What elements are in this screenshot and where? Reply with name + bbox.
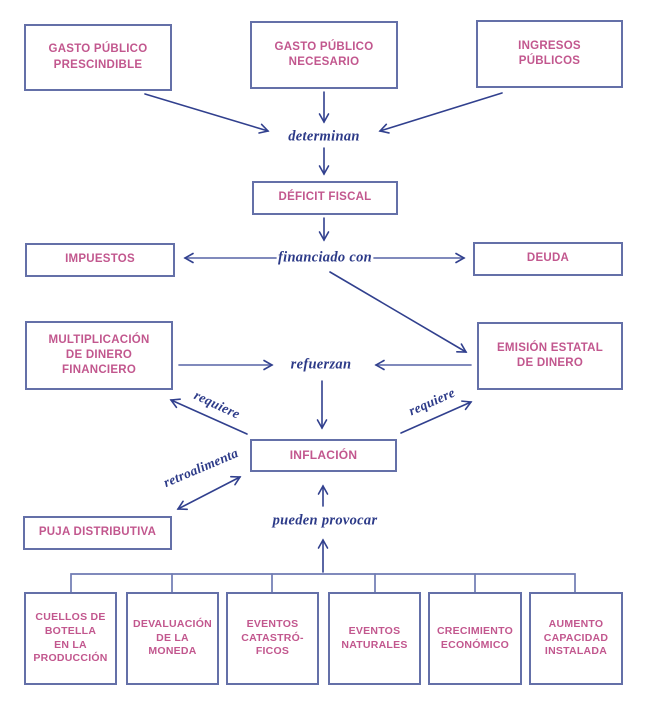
edge-label-pueden-provocar: pueden provocar — [272, 512, 378, 529]
node-ingresos-publicos: INGRESOS PÚBLICOS — [476, 20, 623, 88]
node-puja-distributiva: PUJA DISTRIBUTIVA — [23, 516, 172, 550]
node-gasto-publico-prescindible: GASTO PÚBLICO PRESCINDIBLE — [24, 24, 172, 91]
edge-label-financiado-con: financiado con — [277, 249, 373, 266]
node-deuda: DEUDA — [473, 242, 623, 276]
node-emision-estatal-dinero: EMISIÓN ESTATAL DE DINERO — [477, 322, 623, 390]
node-impuestos: IMPUESTOS — [25, 243, 175, 277]
node-devaluacion-moneda: DEVALUACIÓN DE LA MONEDA — [126, 592, 219, 685]
arrow-gasto-prescindible-to-determinan — [144, 93, 270, 134]
node-multiplicacion-dinero-financiero: MULTIPLICACIÓN DE DINERO FINANCIERO — [25, 321, 173, 390]
node-aumento-capacidad-instalada: AUMENTO CAPACIDAD INSTALADA — [529, 592, 623, 685]
bottom-connector-line — [70, 573, 576, 593]
arrow-inflacion-requiere-emision — [400, 400, 473, 434]
node-deficit-fiscal: DÉFICIT FISCAL — [252, 181, 398, 215]
arrow-inflacion-requiere-multiplicacion — [169, 398, 248, 435]
arrow-retroalimenta-puja-inflacion — [176, 475, 242, 511]
edge-label-determinan: determinan — [288, 128, 360, 145]
node-gasto-publico-necesario: GASTO PÚBLICO NECESARIO — [250, 21, 398, 89]
node-inflacion: INFLACIÓN — [250, 439, 397, 472]
arrow-financiado-con-to-emision — [329, 271, 468, 353]
node-cuellos-de-botella: CUELLOS DE BOTELLA EN LA PRODUCCIÓN — [24, 592, 117, 685]
node-crecimiento-economico: CRECIMIENTO ECONÓMICO — [428, 592, 522, 685]
node-eventos-naturales: EVENTOS NATURALES — [328, 592, 421, 685]
node-eventos-catastroficos: EVENTOS CATASTRÓ- FICOS — [226, 592, 319, 685]
edge-label-refuerzan: refuerzan — [290, 356, 352, 373]
arrow-ingresos-to-determinan — [378, 92, 503, 134]
